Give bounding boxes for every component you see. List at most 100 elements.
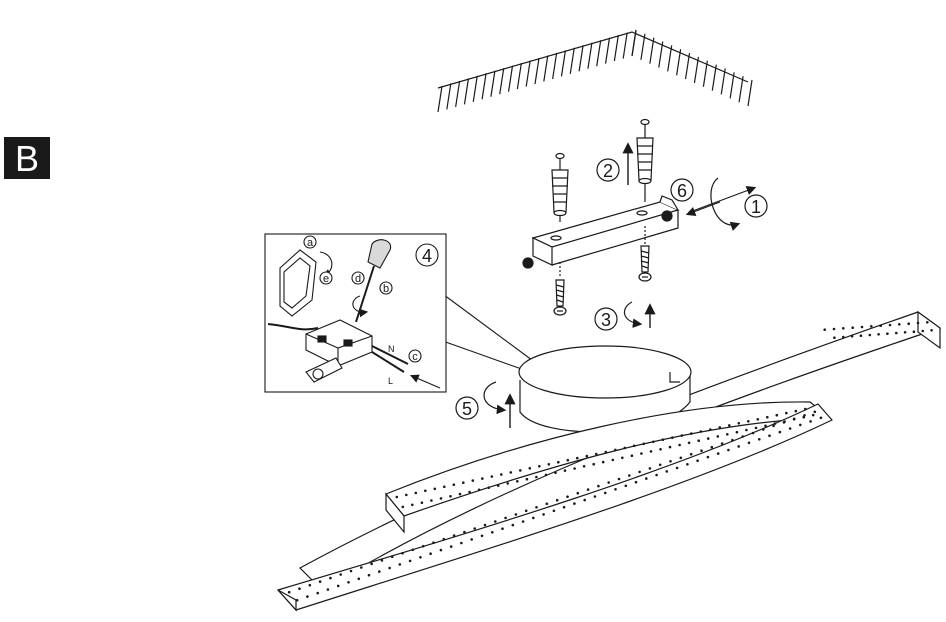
hatch-mark [684, 52, 691, 80]
led-dot [298, 587, 301, 590]
led-dot [443, 485, 446, 489]
hatch-mark [658, 41, 664, 68]
hatch-mark [702, 60, 708, 87]
hatch-mark [455, 80, 461, 108]
led-dot [678, 443, 681, 447]
lamp-canopy [518, 345, 692, 433]
step-5-rotate-arrow [483, 381, 507, 415]
led-dot [668, 445, 672, 449]
led-dot [768, 434, 771, 438]
ceiling-lamp [276, 310, 942, 612]
led-dot [516, 480, 519, 483]
led-dot [823, 328, 826, 332]
led-dot [930, 329, 933, 332]
detail-letter-c: c [412, 351, 418, 363]
led-dot [728, 424, 731, 427]
led-dot [532, 516, 535, 520]
hatch-mark [481, 73, 487, 100]
ceiling-line [437, 31, 749, 89]
led-dot [395, 495, 399, 499]
screw-right [638, 226, 652, 282]
hatch-mark [604, 37, 611, 64]
led-dot [809, 420, 812, 423]
wire-label-l: L [388, 376, 393, 386]
led-dot [326, 588, 330, 591]
led-dot [593, 495, 597, 498]
mounting-bracket-assembly [522, 118, 757, 328]
led-dot [308, 583, 312, 587]
led-dot [916, 321, 920, 325]
mounting-lug [305, 357, 343, 383]
step-5-label: 5 [462, 399, 472, 419]
hatch-mark [543, 55, 549, 82]
led-dot [576, 491, 580, 495]
hatch-mark [569, 47, 575, 74]
led-dot [879, 324, 882, 328]
led-dot [509, 471, 513, 474]
led-dot [535, 475, 538, 479]
hatch-mark [560, 50, 567, 77]
led-dot [405, 493, 408, 497]
led-dot [926, 321, 929, 324]
ceiling [437, 29, 753, 113]
led-dot [595, 452, 598, 456]
rotate-arrow-d [352, 295, 369, 318]
bracket-knob-right [661, 210, 673, 222]
led-dot [794, 409, 798, 413]
led-dot [429, 552, 432, 555]
led-dot [623, 446, 627, 450]
led-dot [408, 559, 412, 563]
supply-wire [267, 323, 319, 331]
led-dot [592, 462, 595, 466]
led-dot [921, 329, 925, 333]
led-dot [506, 482, 510, 485]
step-3-rotate-arrow [623, 301, 643, 328]
led-dot [349, 569, 353, 573]
detail-letter-b: b [383, 283, 389, 295]
led-dot [799, 423, 802, 427]
led-dot [582, 465, 586, 468]
led-dot [601, 460, 605, 464]
led-dot [699, 430, 703, 433]
led-dot [706, 437, 710, 440]
led-dot [788, 427, 792, 430]
led-dot [633, 444, 636, 448]
led-dot [680, 434, 684, 437]
led-dot [640, 452, 643, 455]
step-4-label: 4 [422, 246, 432, 266]
led-dot [442, 537, 446, 541]
hatch-mark [622, 32, 628, 59]
wall-plug-left [551, 152, 569, 222]
led-dot [687, 441, 691, 445]
led-dot [380, 559, 384, 562]
led-dot [756, 418, 760, 421]
detail-letter-a: a [307, 237, 314, 249]
hatch-mark [437, 85, 443, 113]
led-dot [661, 438, 665, 442]
hatch-mark [631, 29, 637, 57]
led-dot [658, 463, 662, 467]
hatch-mark [640, 33, 646, 60]
led-dot [597, 484, 600, 488]
detail-label-c: c [408, 349, 422, 363]
lamp-bar-front-2 [276, 403, 833, 611]
led-dot [528, 467, 532, 470]
step-6-label: 6 [677, 181, 687, 201]
led-dot [336, 584, 340, 588]
led-dot [895, 331, 898, 335]
led-dot [710, 445, 714, 449]
led-dot [347, 581, 350, 584]
led-dot [782, 421, 786, 424]
led-dot [720, 442, 724, 445]
led-dot [483, 523, 487, 527]
wiring-detail-inset: 4 a [264, 233, 541, 393]
hatch-mark [667, 45, 673, 72]
hatch-mark [499, 68, 505, 95]
led-dot [576, 456, 579, 460]
led-dot [832, 327, 836, 331]
led-dot [772, 424, 775, 428]
led-dot [420, 501, 424, 505]
led-dot [638, 470, 641, 474]
led-dots [287, 321, 933, 602]
led-dot [585, 454, 589, 458]
